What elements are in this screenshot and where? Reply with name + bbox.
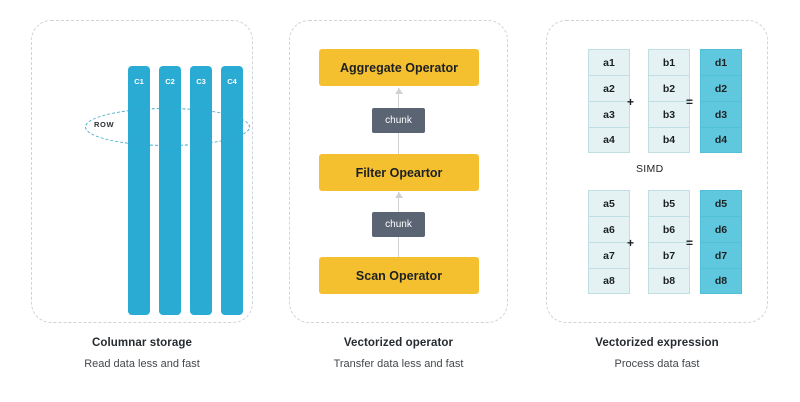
vector-cell: a6: [588, 216, 630, 242]
vector-cell: b2: [648, 75, 690, 101]
vector-cell: d3: [700, 101, 742, 127]
caption-subtitle: Process data fast: [614, 358, 700, 370]
vector-cell: b8: [648, 268, 690, 294]
vector-cell: a7: [588, 242, 630, 268]
chunk-box-top: chunk: [372, 108, 425, 133]
vector-cell: a2: [588, 75, 630, 101]
vector-column-b-bottom: b5 b6 b7 b8: [648, 190, 690, 294]
vector-cell: a5: [588, 190, 630, 216]
caption-subtitle: Transfer data less and fast: [333, 358, 464, 370]
caption-columnar-storage: Columnar storage Read data less and fast: [31, 335, 253, 372]
vector-cell: d7: [700, 242, 742, 268]
vector-cell: b5: [648, 190, 690, 216]
vector-column-d-bottom: d5 d6 d7 d8: [700, 190, 742, 294]
row-label: ROW: [94, 120, 115, 129]
column-bar-c4: C4: [221, 66, 243, 315]
vector-cell: b6: [648, 216, 690, 242]
caption-subtitle: Read data less and fast: [84, 358, 200, 370]
aggregate-operator-box: Aggregate Operator: [319, 49, 479, 86]
vector-column-a-bottom: a5 a6 a7 a8: [588, 190, 630, 294]
equals-operator-top: =: [686, 95, 694, 109]
vector-cell: a8: [588, 268, 630, 294]
vector-column-b-top: b1 b2 b3 b4: [648, 49, 690, 153]
scan-operator-box: Scan Operator: [319, 257, 479, 294]
vector-cell: a4: [588, 127, 630, 153]
row-highlight-ellipse: [85, 108, 250, 146]
column-bar-c1: C1: [128, 66, 150, 315]
caption-vectorized-operator: Vectorized operator Transfer data less a…: [289, 335, 508, 372]
caption-title: Columnar storage: [91, 337, 192, 349]
vector-cell: d5: [700, 190, 742, 216]
plus-operator-bottom: +: [627, 236, 635, 250]
vector-cell: d1: [700, 49, 742, 75]
vector-cell: a3: [588, 101, 630, 127]
equals-operator-bottom: =: [686, 236, 694, 250]
vector-cell: b1: [648, 49, 690, 75]
simd-label: SIMD: [636, 163, 664, 175]
vector-cell: d8: [700, 268, 742, 294]
column-bar-c3: C3: [190, 66, 212, 315]
vector-cell: b4: [648, 127, 690, 153]
vector-cell: b3: [648, 101, 690, 127]
filter-operator-box: Filter Opeartor: [319, 154, 479, 191]
caption-title: Vectorized expression: [595, 337, 719, 349]
vector-cell: d2: [700, 75, 742, 101]
plus-operator-top: +: [627, 95, 635, 109]
panel-columnar-storage: C1 C2 C3 C4 ROW: [31, 20, 253, 323]
caption-vectorized-expression: Vectorized expression Process data fast: [546, 335, 768, 372]
vector-cell: d6: [700, 216, 742, 242]
vector-cell: b7: [648, 242, 690, 268]
vector-cell: a1: [588, 49, 630, 75]
chunk-box-bottom: chunk: [372, 212, 425, 237]
vector-column-d-top: d1 d2 d3 d4: [700, 49, 742, 153]
column-bar-c2: C2: [159, 66, 181, 315]
caption-title: Vectorized operator: [343, 337, 454, 349]
vector-cell: d4: [700, 127, 742, 153]
vector-column-a-top: a1 a2 a3 a4: [588, 49, 630, 153]
